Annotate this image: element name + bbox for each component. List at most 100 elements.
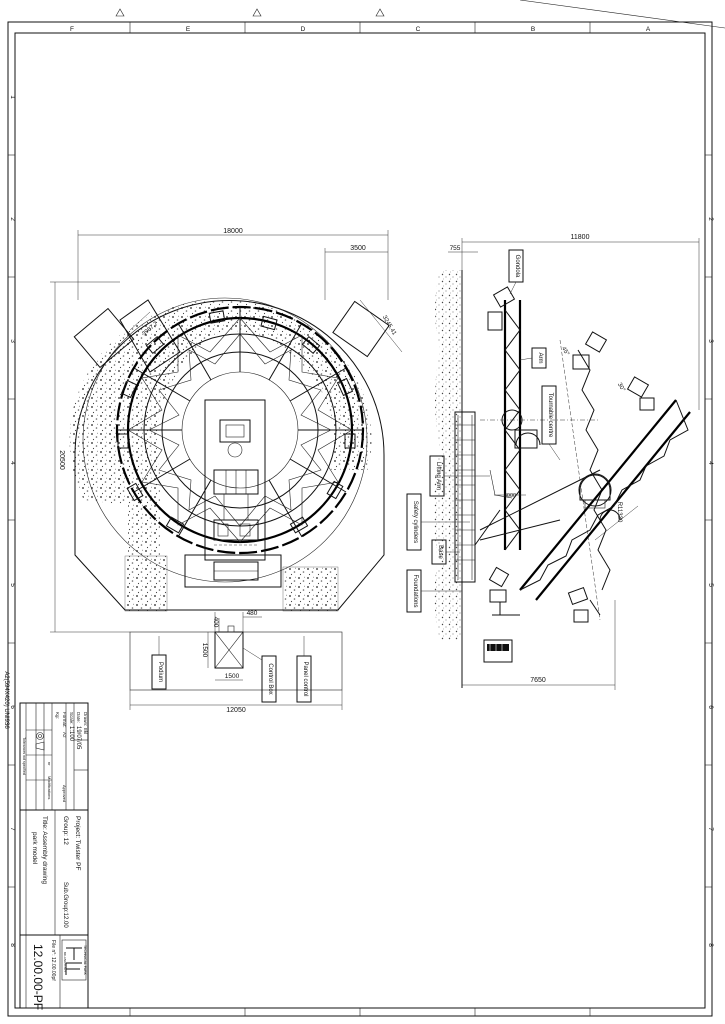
dim-plan-400: 400 <box>212 617 219 628</box>
row-label-r2: 2 <box>707 217 714 221</box>
tb-format: A2 <box>62 732 67 738</box>
tb-modifications-label: Modifications <box>47 776 52 799</box>
row-label-r7: 7 <box>707 827 714 831</box>
callout-safety: Safety cylinders <box>406 493 470 551</box>
label-tournable: Tournable centre <box>547 393 553 438</box>
label-lifting-arm: Lifting Arm <box>435 462 441 490</box>
lower-gondolas <box>488 566 601 623</box>
callout-tournable: Tournable centre <box>541 385 561 461</box>
tb-drawing-number: 12.00.00-PF <box>31 944 45 1010</box>
tb-group: Group: 12 <box>62 816 69 845</box>
lifting-mechanism <box>474 469 601 546</box>
col-label-c: C <box>416 26 421 33</box>
tb-approved-label: Approved <box>62 785 67 802</box>
row-label-5: 5 <box>9 583 16 587</box>
dim-elev-radius: R11330 <box>616 502 622 523</box>
label-gondola: Gondola <box>514 255 520 278</box>
elevation-view: 755 11800 7650 R11330 45° 30° 3000 Gondo… <box>406 234 700 690</box>
tb-file: File n°: 12.00.00pf <box>50 940 56 981</box>
tb-title2: park model <box>31 832 38 865</box>
plan-view: 18000 3500 20500 3987,7 3245,41 480 400 … <box>50 228 403 714</box>
dim-elev-755: 755 <box>450 245 461 252</box>
row-label-1: 1 <box>9 95 16 99</box>
dim-plan-gap: 3500 <box>350 245 366 252</box>
elevation-dimensions <box>448 238 700 690</box>
callout-arm: Arm <box>519 347 547 369</box>
callout-gondola: Gondola <box>508 249 524 295</box>
dim-plan-1500h: 1500 <box>225 673 240 680</box>
row-label-2: 2 <box>9 217 16 221</box>
arm-upright <box>480 286 600 551</box>
dim-elev-base: 7650 <box>530 677 546 684</box>
tb-company: TECHNICAL PARK <box>83 945 87 976</box>
col-label-b: B <box>531 26 535 33</box>
dim-elev-width: 11800 <box>571 234 590 241</box>
row-label-8: 8 <box>9 943 16 947</box>
label-podium: Podium <box>157 662 163 682</box>
projection-symbol-icon <box>35 732 45 751</box>
row-ticks <box>8 154 712 888</box>
operator-hut <box>483 639 513 663</box>
dim-plan-width: 18000 <box>223 228 243 235</box>
col-label-d: D <box>301 26 306 33</box>
callout-lifting-arm: Lifting Arm <box>429 455 490 497</box>
arm-tilted-60 <box>519 376 691 601</box>
tb-header: Tolerances not specified <box>22 737 26 775</box>
base-hatch <box>455 424 475 561</box>
label-arm: Arm <box>537 353 543 364</box>
tb-project: Project: Twister PF <box>74 816 81 870</box>
column-ticks <box>129 22 591 1016</box>
dim-plan-480: 480 <box>247 610 258 617</box>
tb-format-label: Format: <box>62 712 67 728</box>
podium-area <box>129 612 343 691</box>
row-label-r8: 8 <box>707 943 714 947</box>
callout-base: Base <box>431 539 460 565</box>
tb-drawn-label: Drawn: <box>83 712 88 726</box>
queue-platforms <box>73 299 390 373</box>
dim-elev-angle2: 30° <box>616 382 626 393</box>
row-label-6: 6 <box>9 705 16 709</box>
tb-date: 19/07/05 <box>75 726 81 750</box>
col-label-f: F <box>70 26 74 33</box>
plan-dimensions <box>50 230 403 710</box>
company-logo: TECHNICAL PARK MILANO ITALY <box>61 939 87 981</box>
row-label-3: 3 <box>9 339 16 343</box>
tb-company-sub: MILANO ITALY <box>63 952 67 972</box>
label-base: Base <box>437 545 443 559</box>
drawing-frame: F E D C B A 1 2 3 4 5 6 7 8 2 3 4 <box>3 0 725 1017</box>
row-label-4: 4 <box>9 461 16 465</box>
row-label-r4: 4 <box>707 461 714 465</box>
callout-panel-control: Panel control <box>296 636 312 703</box>
row-label-r5: 5 <box>707 583 714 587</box>
row-label-r6: 6 <box>707 705 714 709</box>
tb-nr-label: nr <box>47 762 52 766</box>
tournable-centre <box>515 432 621 521</box>
tb-kg-label: Kg: <box>55 712 60 719</box>
tb-scale: 1:100 <box>68 726 74 742</box>
row-label-r3: 3 <box>707 339 714 343</box>
dim-plan-base: 12050 <box>226 707 246 714</box>
tb-scale-label: Scale: <box>69 712 74 725</box>
label-panel-control: Panel control <box>302 661 308 696</box>
callout-foundations: Foundations <box>406 569 462 613</box>
gondolas-plan <box>117 310 356 534</box>
label-foundations: Foundations <box>412 574 418 607</box>
col-label-a: A <box>646 26 651 33</box>
sheet-format-code: A2(594X420) UNI936 <box>3 671 9 729</box>
dim-elev-mid: 3000 <box>504 493 516 499</box>
tb-title: Title: Assembly drawing <box>41 816 48 884</box>
dim-plan-height: 20500 <box>58 450 65 470</box>
dim-plan-1500v: 1500 <box>201 643 208 658</box>
col-label-e: E <box>186 26 191 33</box>
label-safety: Safety cylinders <box>412 501 418 543</box>
central-base-plan <box>184 399 282 588</box>
dim-elev-angle1: 45° <box>560 346 570 357</box>
callout-podium: Podium <box>151 636 167 690</box>
tb-date-label: Date: <box>76 712 81 723</box>
callout-control-box: Control Box <box>242 647 277 703</box>
row-label-7: 7 <box>9 827 16 831</box>
label-control-box: Control Box <box>267 663 273 694</box>
tb-drawn: Ekl <box>83 728 88 734</box>
title-block: Tolerances not specified Drawn: Ekl Date… <box>19 702 89 1010</box>
